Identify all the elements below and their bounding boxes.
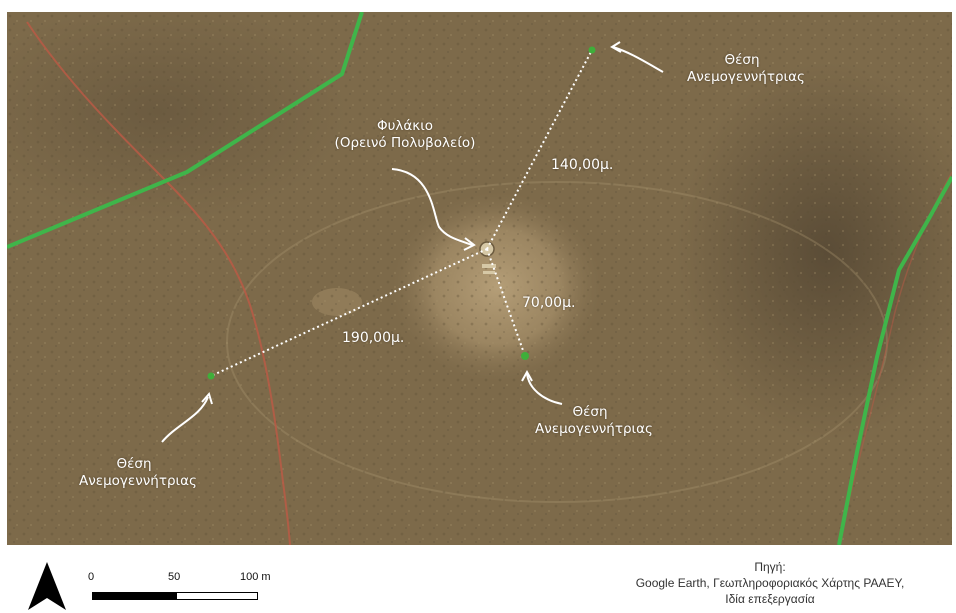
pointer-arrow-icon xyxy=(521,369,563,405)
scale-tick-50: 50 xyxy=(168,571,181,583)
turbine-se-label-line2: Ανεμογεννήτριας xyxy=(535,421,653,437)
map-canvas xyxy=(7,12,952,545)
scale-segment-black xyxy=(92,592,178,600)
turbine-se-label: Θέση Ανεμογεννήτριας xyxy=(535,404,653,438)
turbine-w-label-line1: Θέση xyxy=(116,456,152,472)
north-arrow-icon xyxy=(28,562,66,610)
turbine-w-label-line2: Ανεμογεννήτριας xyxy=(79,473,197,489)
source-line2: Google Earth, Γεωπληροφοριακός Χάρτης ΡΑ… xyxy=(635,576,905,590)
outpost-structure xyxy=(482,264,496,268)
scale-tick-100: 100 m xyxy=(240,571,271,583)
outpost-label-line2: (Ορεινό Πολυβολείο) xyxy=(334,135,476,151)
scale-tick-0: 0 xyxy=(88,571,95,583)
pointer-arrow-icon xyxy=(161,391,213,443)
road-line xyxy=(26,21,291,545)
aerial-map[interactable]: Φυλάκιο (Ορεινό Πολυβολείο) Θέση Ανεμογε… xyxy=(7,12,952,545)
turbine-ne-label-line2: Ανεμογεννήτριας xyxy=(687,69,805,85)
boundary-line xyxy=(7,12,364,249)
source-caption: Πηγή: Google Earth, Γεωπληροφοριακός Χάρ… xyxy=(590,559,950,607)
outpost-label: Φυλάκιο (Ορεινό Πολυβολείο) xyxy=(325,118,485,152)
pointer-arrow-icon xyxy=(391,168,476,251)
boundary-line xyxy=(837,176,952,545)
turbine-marker-se xyxy=(521,352,529,360)
terrain-texture xyxy=(7,12,952,545)
source-line1: Πηγή: xyxy=(754,560,786,574)
scale-bar: 0 50 100 m xyxy=(84,571,304,611)
source-line3: Ιδία επεξεργασία xyxy=(725,592,815,606)
distance-line-w xyxy=(210,248,488,377)
outpost-structure xyxy=(483,271,495,274)
scale-segment-white xyxy=(176,592,258,600)
pointer-arrow-icon xyxy=(610,41,664,73)
turbine-marker-w xyxy=(207,372,215,380)
turbine-se-label-line1: Θέση xyxy=(572,404,608,420)
turbine-ne-label-line1: Θέση xyxy=(724,52,760,68)
turbine-marker-ne xyxy=(588,46,596,54)
distance-label-se: 70,00μ. xyxy=(522,295,576,311)
turbine-ne-label: Θέση Ανεμογεννήτριας xyxy=(687,52,805,86)
turbine-w-label: Θέση Ανεμογεννήτριας xyxy=(79,456,197,490)
distance-line-se xyxy=(486,248,526,357)
distance-label-ne: 140,00μ. xyxy=(551,157,614,173)
distance-label-w: 190,00μ. xyxy=(342,330,405,346)
outpost-label-line1: Φυλάκιο xyxy=(376,118,434,134)
